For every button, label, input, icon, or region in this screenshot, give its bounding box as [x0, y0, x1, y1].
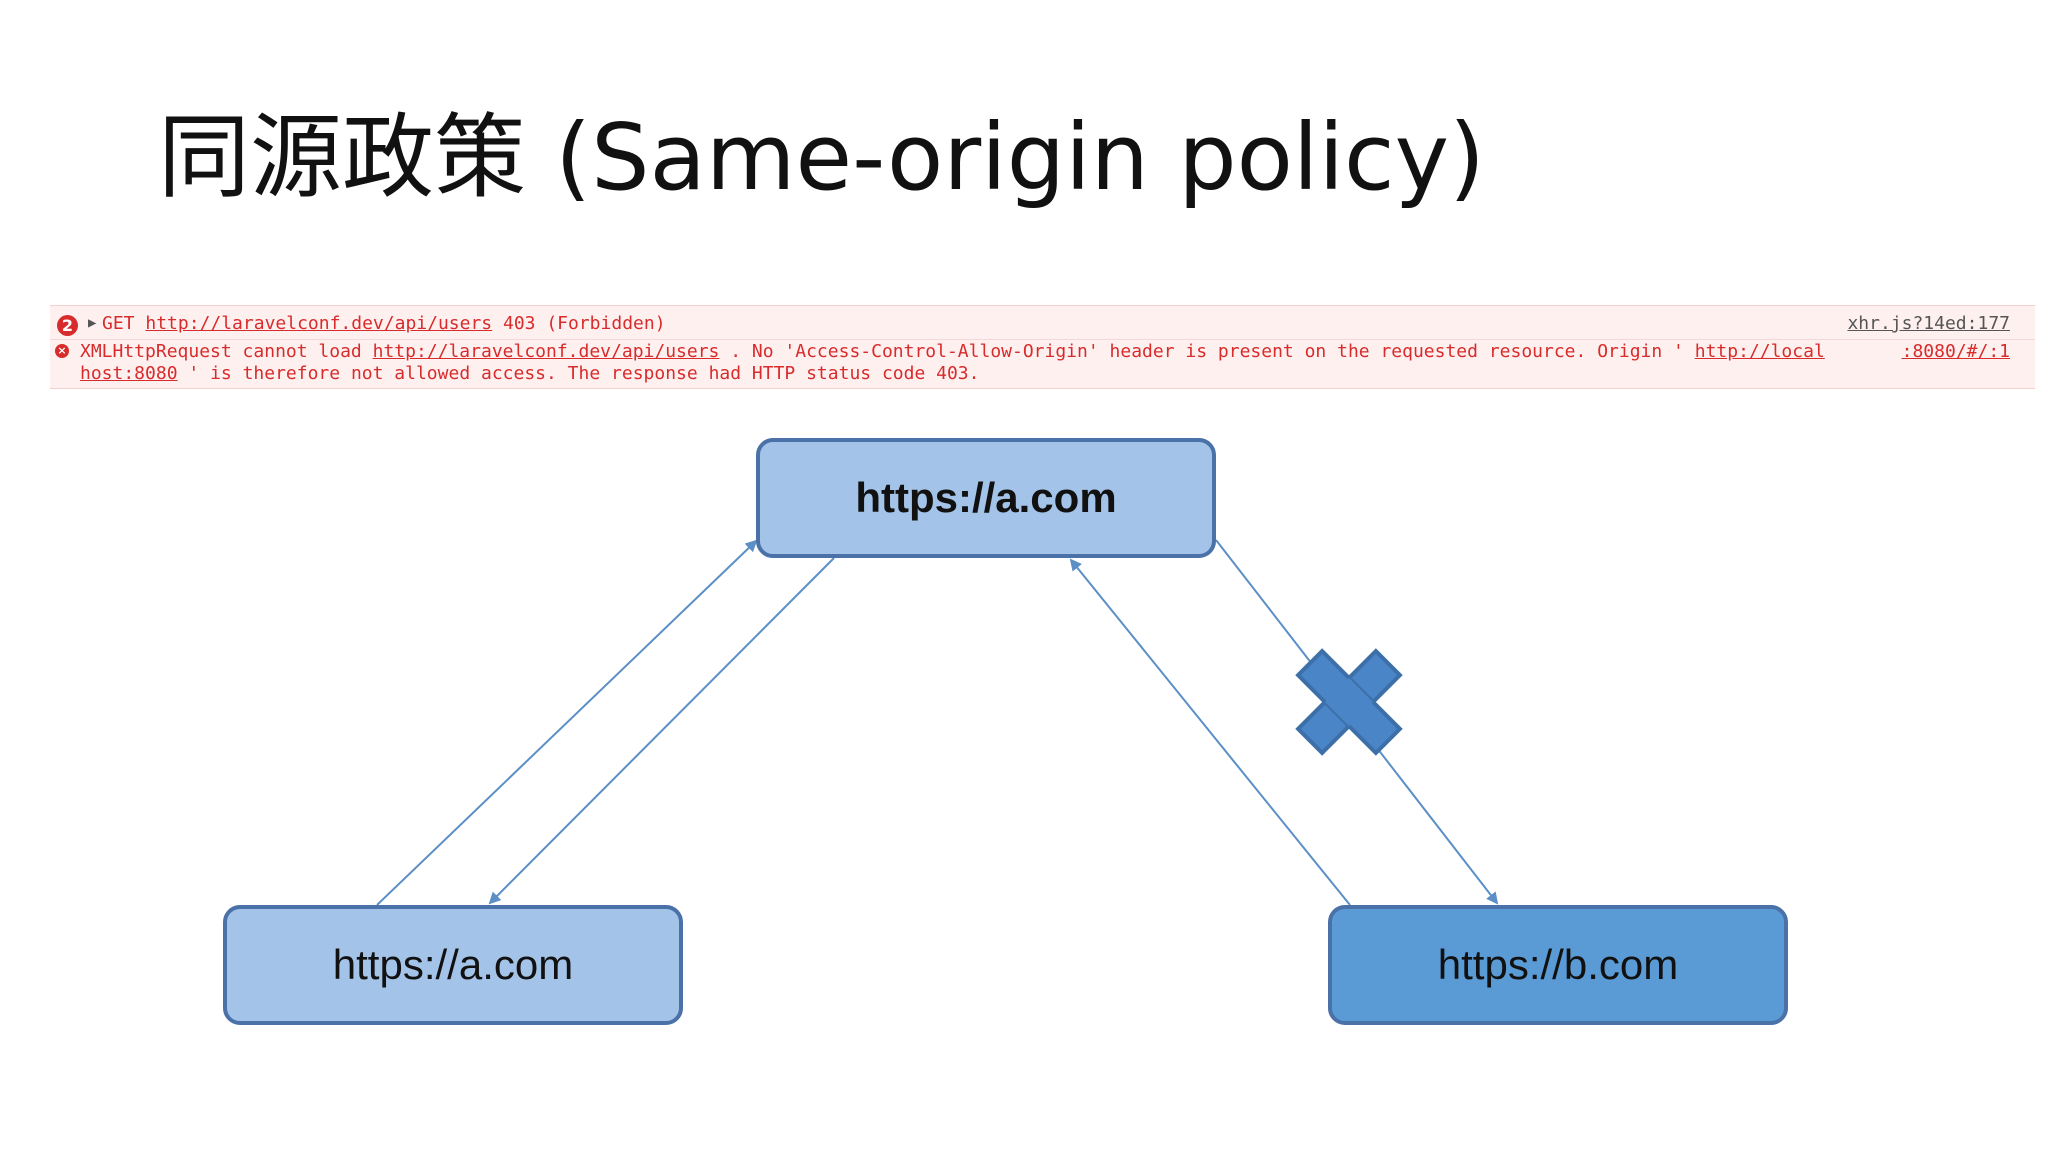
error-icon: ×	[55, 344, 69, 358]
request-url-link[interactable]: http://laravelconf.dev/api/users	[145, 313, 493, 334]
error-count-badge: 2	[57, 315, 78, 336]
origin-a-client-box: https://a.com	[223, 905, 683, 1025]
triangle-right-icon[interactable]: ▶	[88, 315, 97, 331]
arrow-top-to-left	[488, 557, 835, 905]
request-source-link[interactable]: xhr.js?14ed:177	[1847, 313, 2010, 334]
origin-b-client-box: https://b.com	[1328, 905, 1788, 1025]
origin-a-client-label: https://a.com	[332, 941, 574, 988]
arrow-left-to-top	[376, 539, 758, 906]
get-request-message: GET http://laravelconf.dev/api/users 403…	[102, 313, 666, 335]
request-method: GET	[102, 313, 135, 334]
error-middle: . No 'Access-Control-Allow-Origin' heade…	[730, 341, 1684, 362]
error-prefix: XMLHttpRequest cannot load	[80, 341, 362, 362]
origin-a-top-label: https://a.com	[855, 474, 1117, 521]
error-url-link[interactable]: http://laravelconf.dev/api/users	[372, 341, 720, 362]
arrow-right-to-top	[1069, 558, 1351, 906]
console-line-get[interactable]: 2 ▶ GET http://laravelconf.dev/api/users…	[50, 312, 2035, 340]
request-status: 403 (Forbidden)	[502, 313, 666, 334]
error-source-link[interactable]: :8080/#/:1	[1901, 341, 2010, 362]
console-errors: 2 ▶ GET http://laravelconf.dev/api/users…	[50, 305, 2035, 389]
error-suffix: ' is therefore not allowed access. The r…	[188, 363, 980, 384]
origin-a-top-box: https://a.com	[756, 438, 1216, 558]
cors-error-message: XMLHttpRequest cannot load http://larave…	[80, 341, 1825, 363]
x-icon	[1295, 648, 1403, 756]
error-origin-link-part1[interactable]: http://local	[1694, 341, 1825, 362]
cors-error-continued-message: host:8080 ' is therefore not allowed acc…	[80, 363, 980, 385]
slide-title: 同源政策 (Same-origin policy)	[158, 104, 1485, 211]
origin-b-client-label: https://b.com	[1437, 941, 1679, 988]
error-origin-link-part2[interactable]: host:8080	[80, 363, 178, 384]
